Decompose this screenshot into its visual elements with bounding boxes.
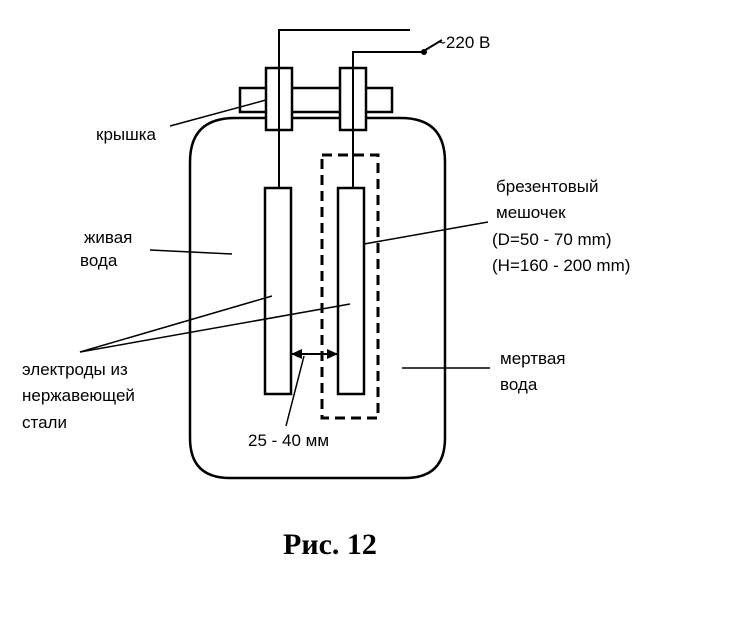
dead-water-label-line-1: мертвая: [500, 349, 566, 368]
electrodes-label-line-1: электроды из: [22, 360, 128, 379]
dead-water-label-line-2: вода: [500, 375, 538, 394]
gap-arrow-left: [291, 349, 302, 359]
figure-caption: Рис. 12: [283, 528, 377, 561]
bag-label-line-3: (D=50 - 70 mm): [492, 230, 612, 249]
living-water-label-line-1: живая: [84, 228, 132, 247]
left-wire: [278, 29, 410, 188]
gap-label: 25 - 40 мм: [248, 431, 329, 450]
electrodes-label-line-3: стали: [22, 413, 67, 432]
left-electrode: [263, 186, 293, 396]
right-wire: [352, 39, 443, 188]
lid-label: крышка: [96, 125, 157, 144]
terminal-point: [421, 49, 427, 55]
gap-leader: [285, 355, 305, 427]
jar-body: [188, 116, 447, 480]
gap-arrow-right: [327, 349, 338, 359]
bag-label-line-1: брезентовый: [496, 177, 599, 196]
lid-leader: [169, 99, 267, 127]
electrode-leader-1: [79, 295, 273, 353]
electrode-leader-2: [79, 303, 351, 353]
bag-label-line-2: мешочек: [496, 203, 566, 222]
living-water-label-line-2: вода: [80, 251, 118, 270]
lid: [238, 86, 394, 114]
right-electrode: [336, 186, 366, 396]
electrodes-label-line-2: нержавеющей: [22, 386, 135, 405]
living-water-leader: [149, 249, 233, 255]
bag-label-line-4: (H=160 - 200 mm): [492, 256, 630, 275]
voltage-label: ~220 В: [436, 33, 490, 52]
bag-leader: [363, 221, 489, 245]
